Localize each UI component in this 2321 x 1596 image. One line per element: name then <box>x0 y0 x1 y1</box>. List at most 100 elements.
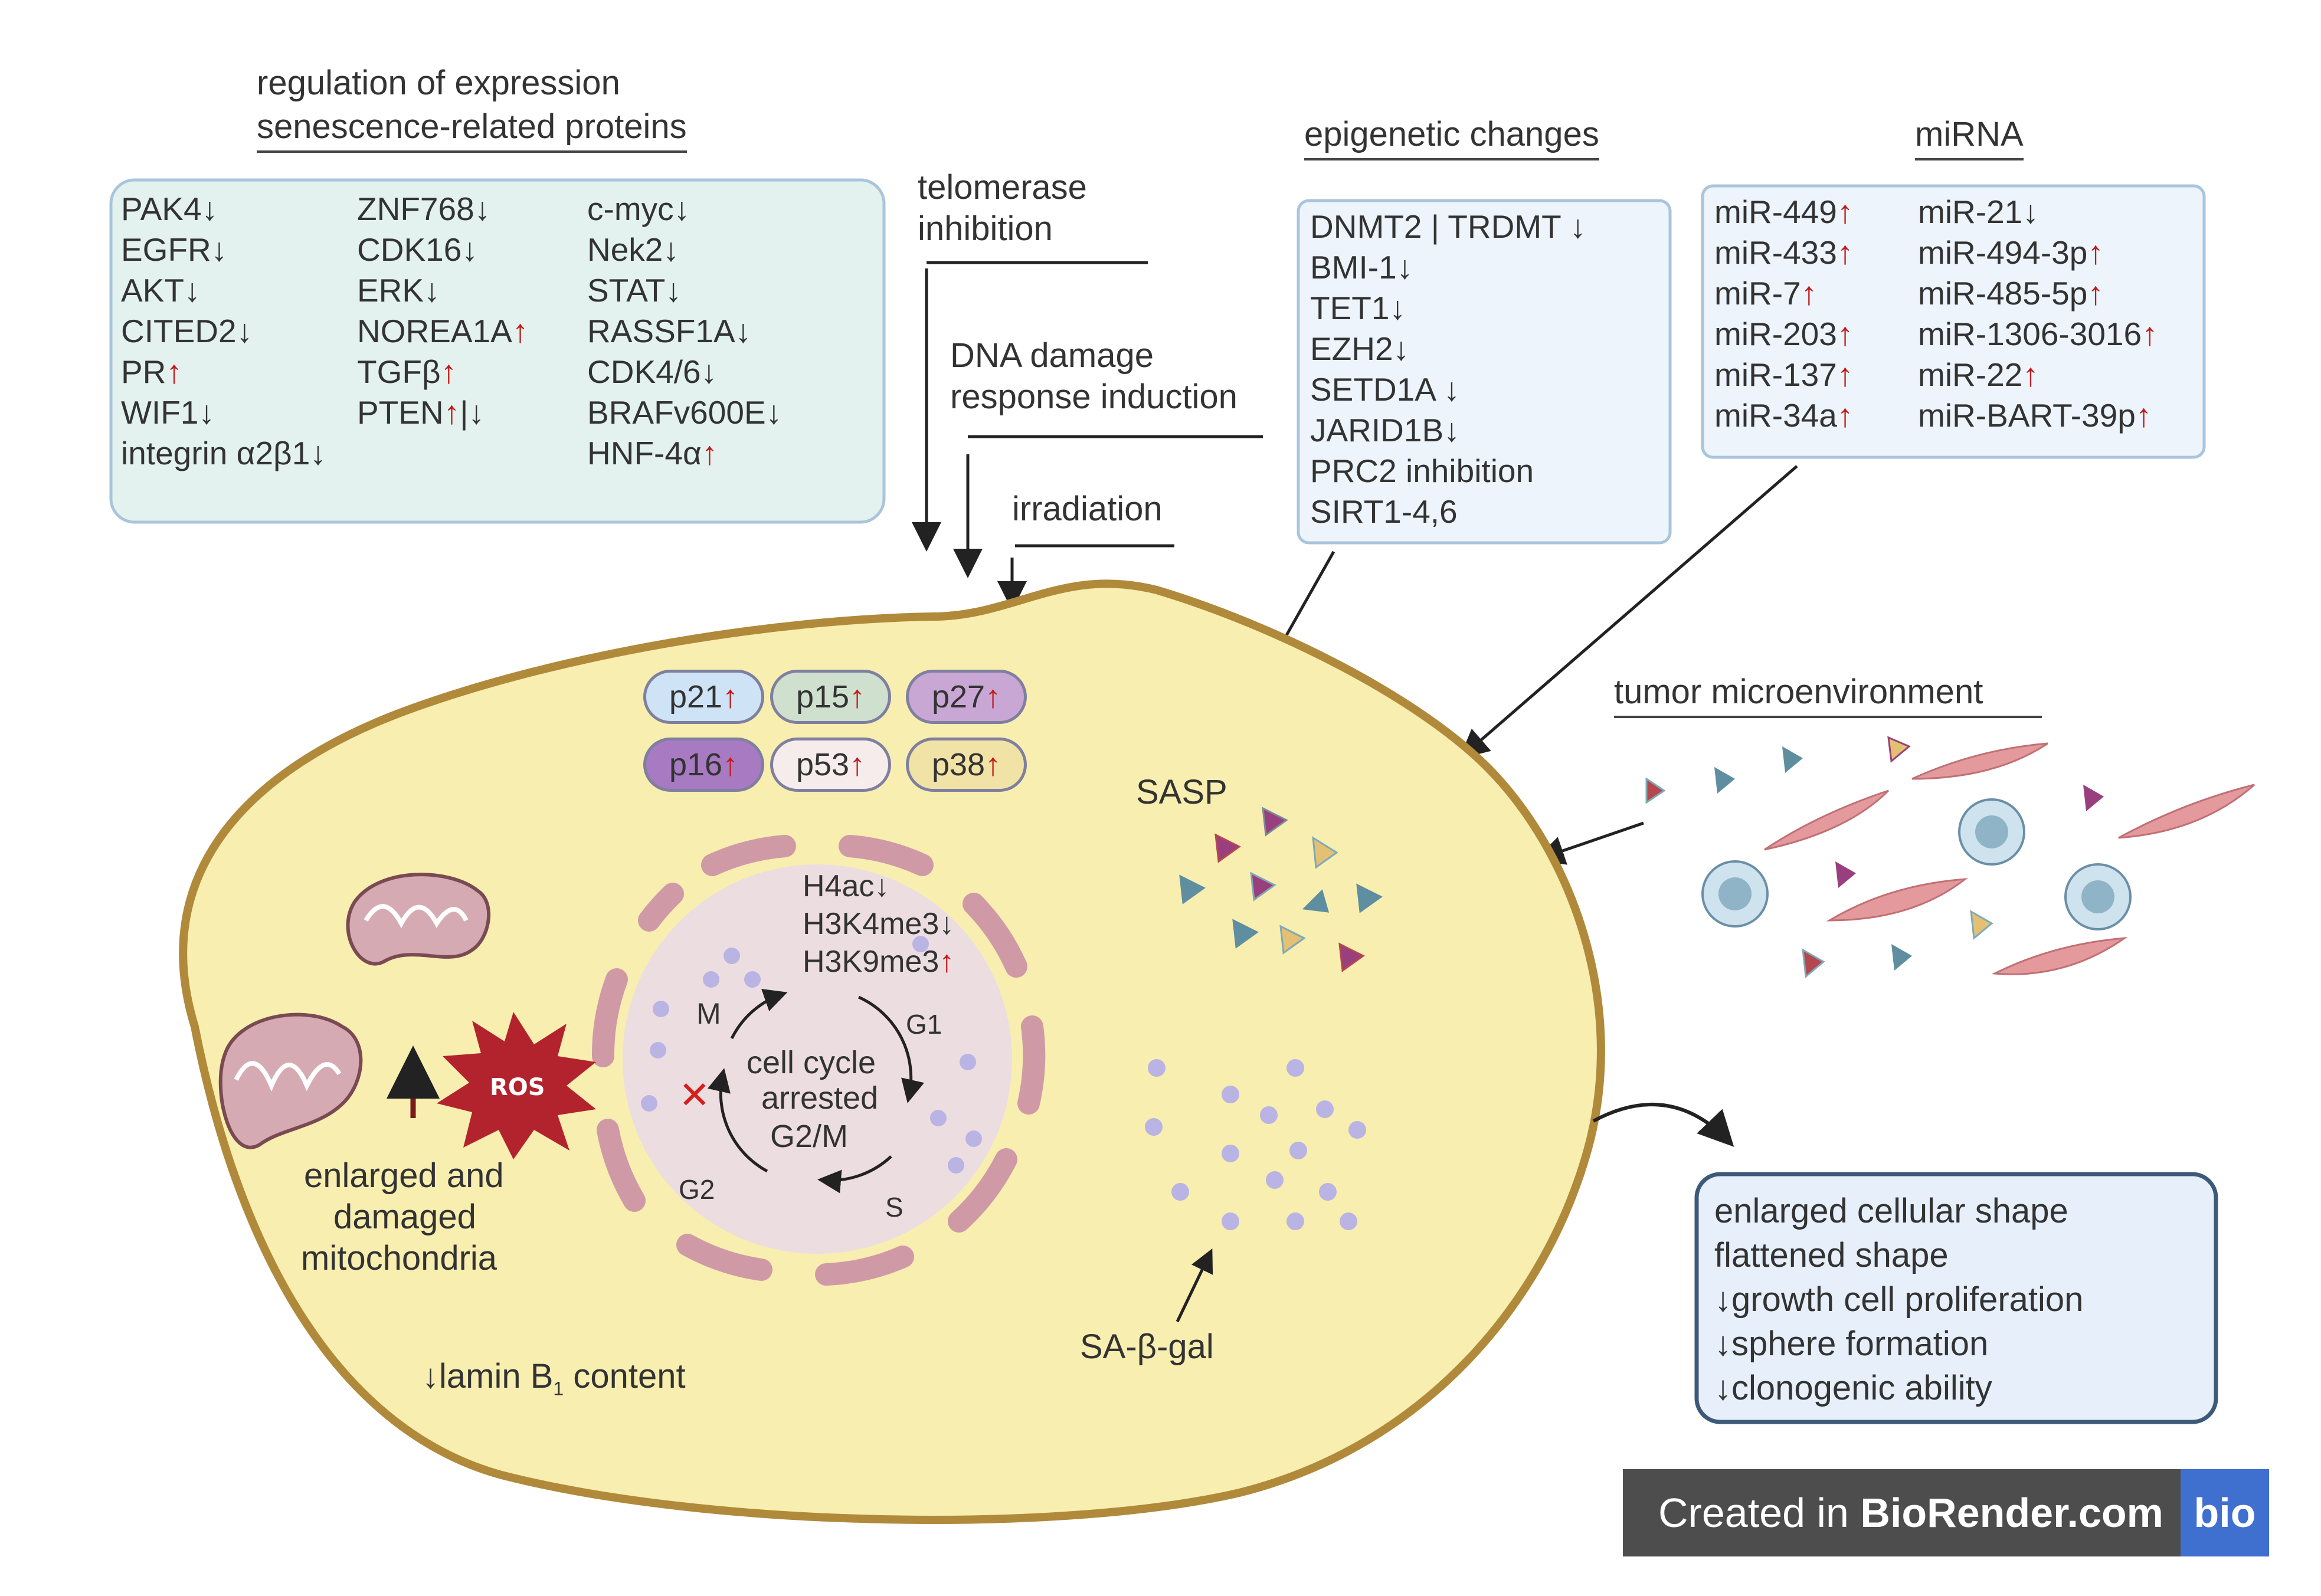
protein-item-text: STAT <box>587 272 666 309</box>
protein-item: HNF-4α↑ <box>587 433 782 474</box>
protein-item: EGFR↓ <box>121 230 326 270</box>
cell-cycle-arrow-left <box>707 1068 768 1173</box>
lamin-subscript: 1 <box>553 1378 564 1400</box>
epigenetic-item: DNMT2 | TRDMT ↓ <box>1310 207 1586 247</box>
protein-item: STAT↓ <box>587 270 782 311</box>
protein-item: PAK4↓ <box>121 189 326 230</box>
tme-triangles <box>1645 736 2104 978</box>
up-arrow-icon: ↑ <box>722 747 739 782</box>
protein-item: CDK16↓ <box>357 230 528 270</box>
epigenetic-box <box>1297 199 1672 545</box>
down-arrow-icon: ↓ <box>474 191 491 227</box>
up-arrow-icon: ↑ <box>2142 316 2158 352</box>
marker-label: p21 <box>669 679 723 715</box>
up-arrow-icon: ↑ <box>939 945 955 979</box>
epigenetic-item: SETD1A ↓ <box>1310 369 1586 410</box>
protein-item: WIF1↓ <box>121 392 326 433</box>
mirna-arrow <box>1459 465 1798 759</box>
histone-marks: H4ac↓H3K4me3↓H3K9me3↑ <box>803 867 954 981</box>
nuclear-envelope <box>591 835 1046 1286</box>
expression-title-2: senescence-related proteins <box>257 107 687 153</box>
biorender-brand: BioRender.com <box>1860 1490 2163 1536</box>
fibroblasts <box>1764 742 2255 975</box>
protein-item: CITED2↓ <box>121 311 326 352</box>
mirna-item-text: miR-485-5p <box>1918 275 2088 312</box>
outcome-line-2: flattened shape <box>1714 1236 1949 1274</box>
outcome-arrow <box>1592 1103 1734 1147</box>
ros-label: ROS <box>490 1074 545 1101</box>
up-arrow-icon: ↑ <box>722 679 739 715</box>
epigenetic-title: epigenetic changes <box>1304 115 1599 160</box>
marker-label: p16 <box>669 747 723 782</box>
mito-label-1: enlarged and <box>304 1156 504 1195</box>
protein-item-text: integrin α2β1 <box>121 435 310 471</box>
marker-pill: p15↑ <box>770 670 891 724</box>
chromatin-dots <box>641 936 982 1174</box>
expression-box <box>109 178 886 524</box>
epigenetic-item-text: BMI-1 <box>1310 249 1397 286</box>
mirna-item-text: miR-433 <box>1714 234 1837 271</box>
epigenetic-item-text: EZH2 <box>1310 330 1393 367</box>
down-arrow-icon: ↓ <box>673 191 690 227</box>
down-arrow-icon: ↓ <box>198 394 215 431</box>
tme-arrow <box>1534 821 1644 865</box>
phase-s: S <box>885 1192 903 1223</box>
up-arrow-icon: ↑ <box>849 679 866 715</box>
down-arrow-icon: ↓ <box>765 394 783 431</box>
epigenetic-item: EZH2↓ <box>1310 329 1586 369</box>
up-arrow-icon: ↑ <box>701 435 718 471</box>
marker-label: p53 <box>796 747 850 782</box>
protein-item-text: PTEN <box>357 394 444 431</box>
protein-item-text: c-myc <box>587 191 674 227</box>
protein-item-text: CDK4/6 <box>587 353 701 390</box>
outcome-line-3: ↓growth cell proliferation <box>1714 1280 2084 1319</box>
protein-item-text: ERK <box>357 272 424 309</box>
telomerase-label-1: telomerase <box>918 168 1087 207</box>
sa-beta-gal-label: SA-β-gal <box>1080 1328 1214 1366</box>
down-arrow-icon: ↓ <box>236 313 253 349</box>
down-arrow-icon: ↓ <box>939 907 955 941</box>
protein-item: ZNF768↓ <box>357 189 528 230</box>
protein-item: PR↑ <box>121 352 326 392</box>
protein-item: ERK↓ <box>357 270 528 311</box>
histone-item: H4ac↓ <box>803 867 954 905</box>
protein-item-text: EGFR <box>121 231 211 268</box>
protein-item: Nek2↓ <box>587 230 782 270</box>
down-arrow-icon: ↓ <box>211 231 228 268</box>
mirna-item-text: miR-203 <box>1714 316 1837 352</box>
cell-cycle-arrow-right <box>857 995 925 1103</box>
tme-label: tumor microenvironment <box>1614 673 1983 711</box>
outcome-line-1: enlarged cellular shape <box>1714 1192 2068 1230</box>
mirna-item-text: miR-21 <box>1918 194 2023 230</box>
protein-item-text: PAK4 <box>121 191 202 227</box>
protein-item-text: ZNF768 <box>357 191 474 227</box>
down-arrow-icon: ↓ <box>1443 412 1460 448</box>
cell-cycle-arrow-top <box>730 989 788 1040</box>
up-arrow-icon: ↑ <box>2022 356 2039 393</box>
cell-cycle-label-1: cell cycle <box>747 1045 876 1080</box>
epigenetic-item-text: DNMT2 | TRDMT <box>1310 208 1570 245</box>
epigenetic-item: JARID1B↓ <box>1310 410 1586 451</box>
arrest-cross-icon: ✕ <box>679 1074 711 1116</box>
histone-item-text: H3K4me3 <box>803 907 939 941</box>
epigenetic-item: PRC2 inhibition <box>1310 451 1586 491</box>
outcome-box <box>1694 1172 2218 1424</box>
down-arrow-icon: ↓ <box>201 191 218 227</box>
mirna-item: miR-21↓ <box>1918 192 2158 232</box>
down-arrow-icon: ↓ <box>700 353 718 390</box>
protein-item: BRAFv600E↓ <box>587 392 782 433</box>
cell-cycle-arrow-bottom <box>817 1155 892 1194</box>
protein-item-text: PR <box>121 353 166 390</box>
histone-item: H3K4me3↓ <box>803 905 954 943</box>
protein-item-text: Nek2 <box>587 231 663 268</box>
mirna-column-1: miR-449↑miR-433↑miR-7↑miR-203↑miR-137↑mi… <box>1714 192 1853 436</box>
up-arrow-icon: ↑ <box>440 353 457 390</box>
protein-item-text: BRAFv600E <box>587 394 766 431</box>
histone-item-text: H4ac <box>803 869 875 903</box>
biorender-badge[interactable]: Created in BioRender.com bio <box>1623 1469 2269 1556</box>
down-arrow-icon: ↓ <box>2022 194 2039 230</box>
histone-item-text: H3K9me3 <box>803 945 939 979</box>
lamin-suffix: content <box>564 1357 686 1395</box>
down-arrow-icon: ↓ <box>1393 330 1410 367</box>
mirna-box <box>1701 184 2206 459</box>
